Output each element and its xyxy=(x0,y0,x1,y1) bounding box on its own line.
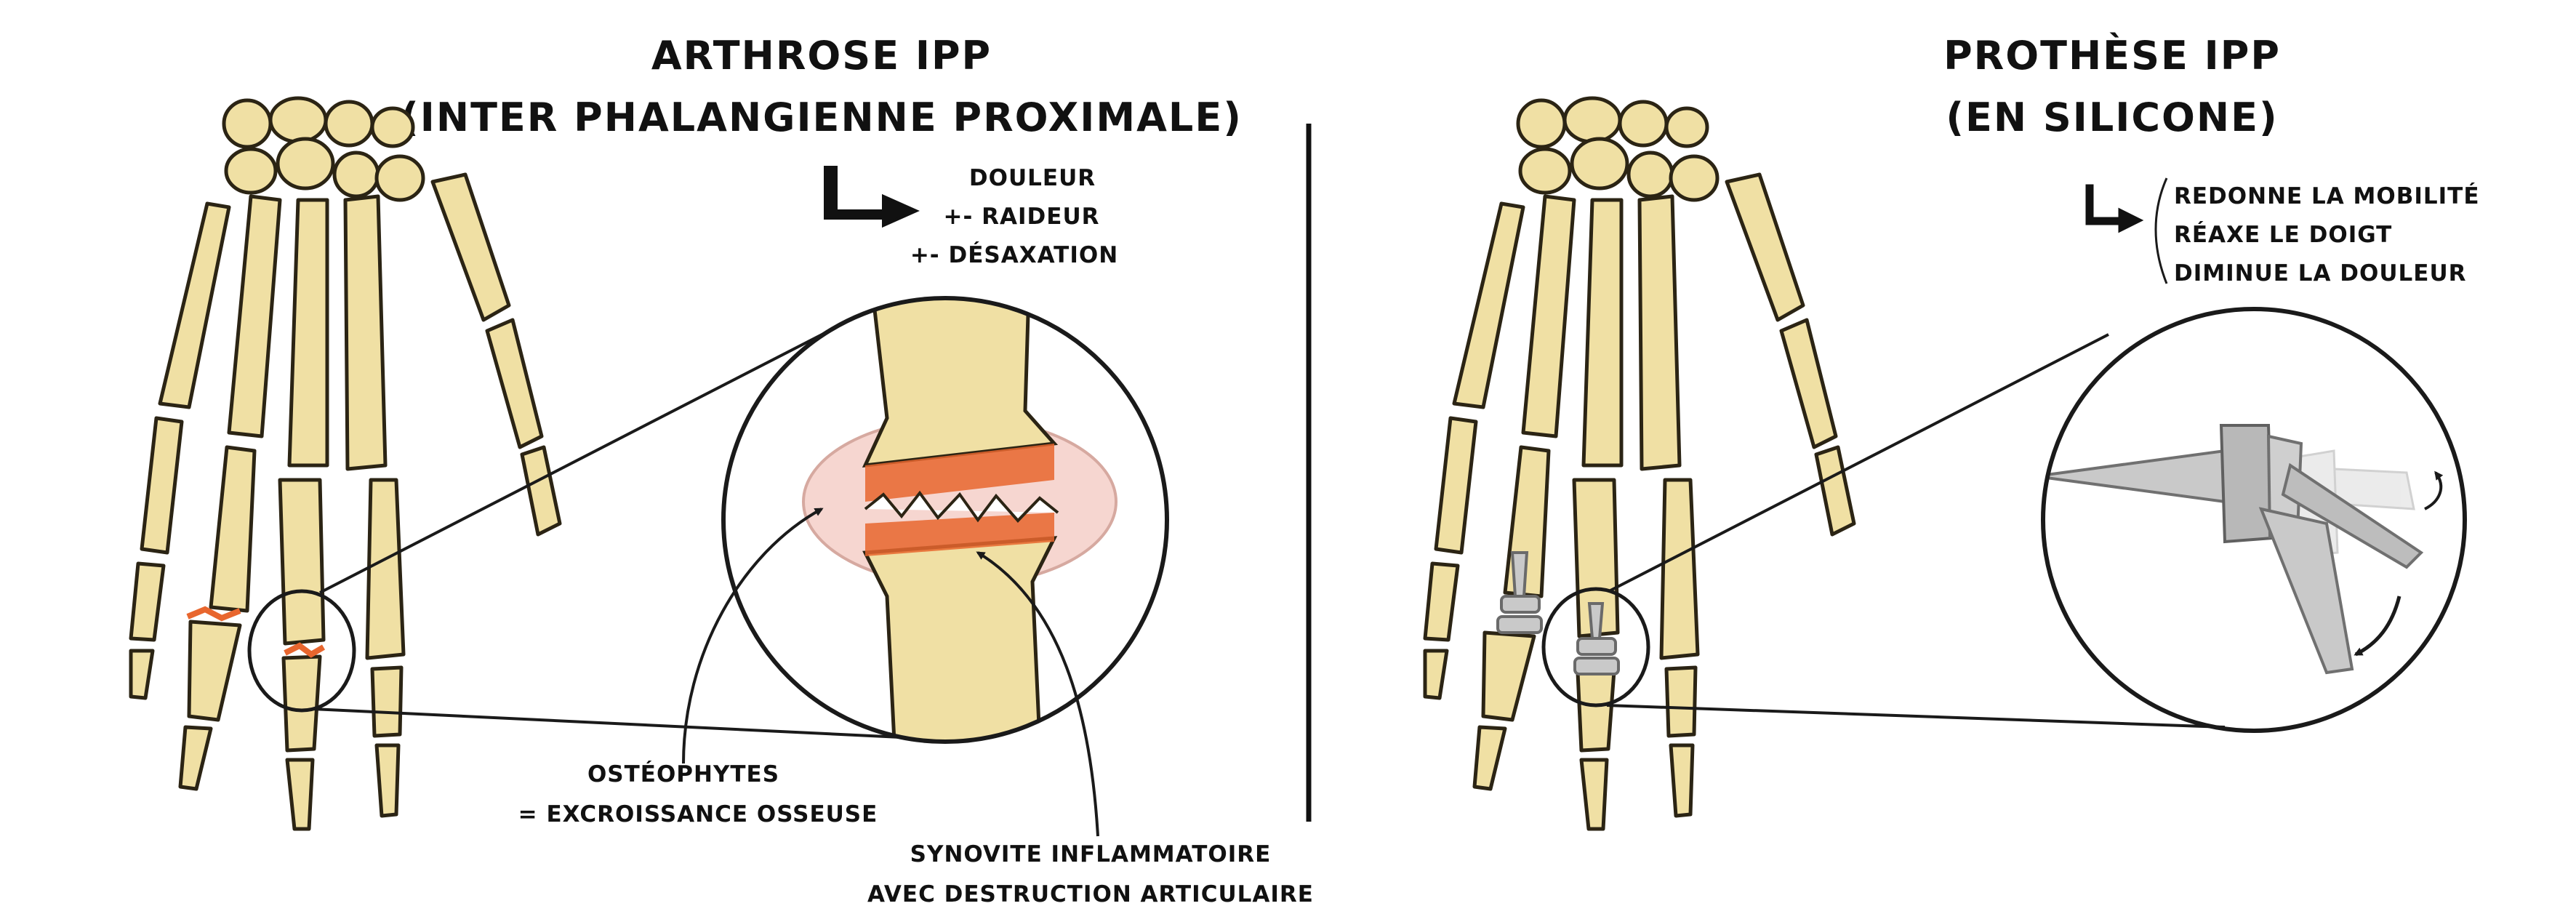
left-title-line2: (INTER PHALANGIENNE PROXIMALE) xyxy=(401,95,1243,140)
damaged-cartilage xyxy=(865,444,1054,502)
zoom-line xyxy=(319,326,837,594)
right-title-line1: PROTHÈSE IPP xyxy=(1943,33,2281,79)
left-joint-highlight xyxy=(247,589,356,713)
zoom-line xyxy=(1606,704,2226,729)
implant-hinge xyxy=(2219,424,2274,544)
symptom-item: +- DÉSAXATION xyxy=(910,242,1118,268)
symptom-item: +- RAIDEUR xyxy=(944,204,1100,230)
index-finger-bones xyxy=(1637,194,1700,818)
implant-distal-stem xyxy=(2258,507,2354,675)
little-finger-bones xyxy=(129,201,231,700)
left-panel: ARTHROSE IPP (INTER PHALANGIENNE PROXIMA… xyxy=(129,33,1314,907)
damaged-cartilage xyxy=(865,513,1054,556)
benefit-item: REDONNE LA MOBILITÉ xyxy=(2174,183,2480,209)
left-zoom-view xyxy=(802,298,1118,742)
benefit-item: RÉAXE LE DOIGT xyxy=(2174,222,2392,248)
benefit-item: DIMINUE LA DOULEUR xyxy=(2174,260,2467,286)
synovitis-description: AVEC DESTRUCTION ARTICULAIRE xyxy=(867,881,1314,907)
right-zoom-circle xyxy=(2041,307,2467,733)
carpal-bones xyxy=(222,96,425,202)
carpal-bones xyxy=(1516,96,1720,202)
hand-skeleton-prosthesis xyxy=(1423,96,1856,831)
benefit-bracket xyxy=(2154,177,2168,284)
zoom-line xyxy=(312,707,917,739)
index-finger-bones xyxy=(343,194,406,818)
joint-destruction-line xyxy=(864,490,1059,523)
thumb-bones xyxy=(1725,172,1856,537)
right-joint-highlight xyxy=(1541,587,1650,707)
implant-proximal-stem xyxy=(2043,449,2226,504)
flexion-arrow-icon xyxy=(2424,470,2444,510)
inflamed-joints xyxy=(186,606,326,658)
silicone-implants xyxy=(1496,551,1620,676)
little-finger-bones xyxy=(1423,201,1525,700)
benefit-arrow-icon xyxy=(2085,184,2144,233)
benefit-list: REDONNE LA MOBILITÉ RÉAXE LE DOIGT DIMIN… xyxy=(2174,183,2480,286)
left-title-line1: ARTHROSE IPP xyxy=(651,33,992,79)
ring-finger-bones xyxy=(178,194,282,791)
middle-finger-bones xyxy=(1572,198,1624,831)
osteophytes-label: OSTÉOPHYTES xyxy=(587,761,779,787)
hand-skeleton-arthritis xyxy=(129,96,562,831)
thumb-bones xyxy=(430,172,562,537)
synovitis-pointer-arrow xyxy=(976,551,1099,837)
synovitis-label: SYNOVITE INFLAMMATOIRE xyxy=(910,841,1272,867)
symptom-arrow-icon xyxy=(824,166,920,228)
ring-finger-bones xyxy=(1472,194,1576,791)
osteophytes-definition: = EXCROISSANCE OSSEUSE xyxy=(518,801,878,827)
zoom-line xyxy=(1610,333,2109,592)
right-panel: PROTHÈSE IPP (EN SILICONE) REDONNE LA MO… xyxy=(1423,33,2480,831)
symptom-list: DOULEUR +- RAIDEUR +- DÉSAXATION xyxy=(910,165,1118,268)
symptom-item: DOULEUR xyxy=(969,165,1096,191)
middle-finger-bones xyxy=(278,198,329,831)
right-zoom-view xyxy=(2043,424,2424,675)
osteophytes-pointer-arrow xyxy=(682,508,824,764)
left-zoom-circle xyxy=(721,296,1169,744)
right-title-line2: (EN SILICONE) xyxy=(1946,95,2278,140)
rotation-arrow-icon xyxy=(2354,596,2402,657)
